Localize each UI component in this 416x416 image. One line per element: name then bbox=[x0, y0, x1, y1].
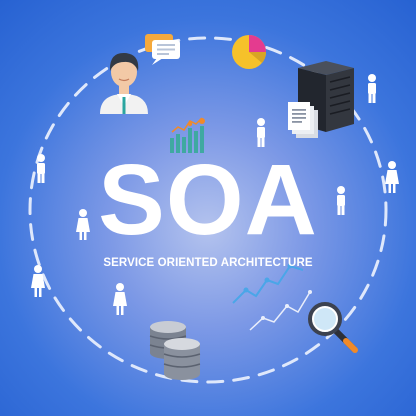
pie-chart-icon bbox=[232, 35, 267, 69]
person-icon bbox=[337, 186, 345, 215]
person-icon bbox=[76, 209, 90, 240]
person-icon bbox=[37, 154, 45, 183]
person-icon bbox=[31, 265, 45, 297]
magnifier-icon bbox=[308, 302, 358, 353]
line-chart-icon bbox=[232, 263, 312, 331]
bar-chart-icon bbox=[170, 117, 205, 153]
chat-bubble-icon bbox=[145, 34, 180, 65]
person-icon bbox=[368, 74, 376, 103]
person-icon bbox=[113, 283, 127, 315]
user-avatar-icon bbox=[100, 52, 148, 114]
subtitle: SERVICE ORIENTED ARCHITECTURE bbox=[103, 257, 313, 269]
dashed-ring bbox=[28, 36, 388, 384]
person-icon bbox=[257, 118, 265, 147]
headline: SOA bbox=[98, 144, 318, 256]
database-icon bbox=[149, 321, 201, 380]
document-icon bbox=[288, 102, 318, 138]
person-icon bbox=[385, 161, 399, 193]
